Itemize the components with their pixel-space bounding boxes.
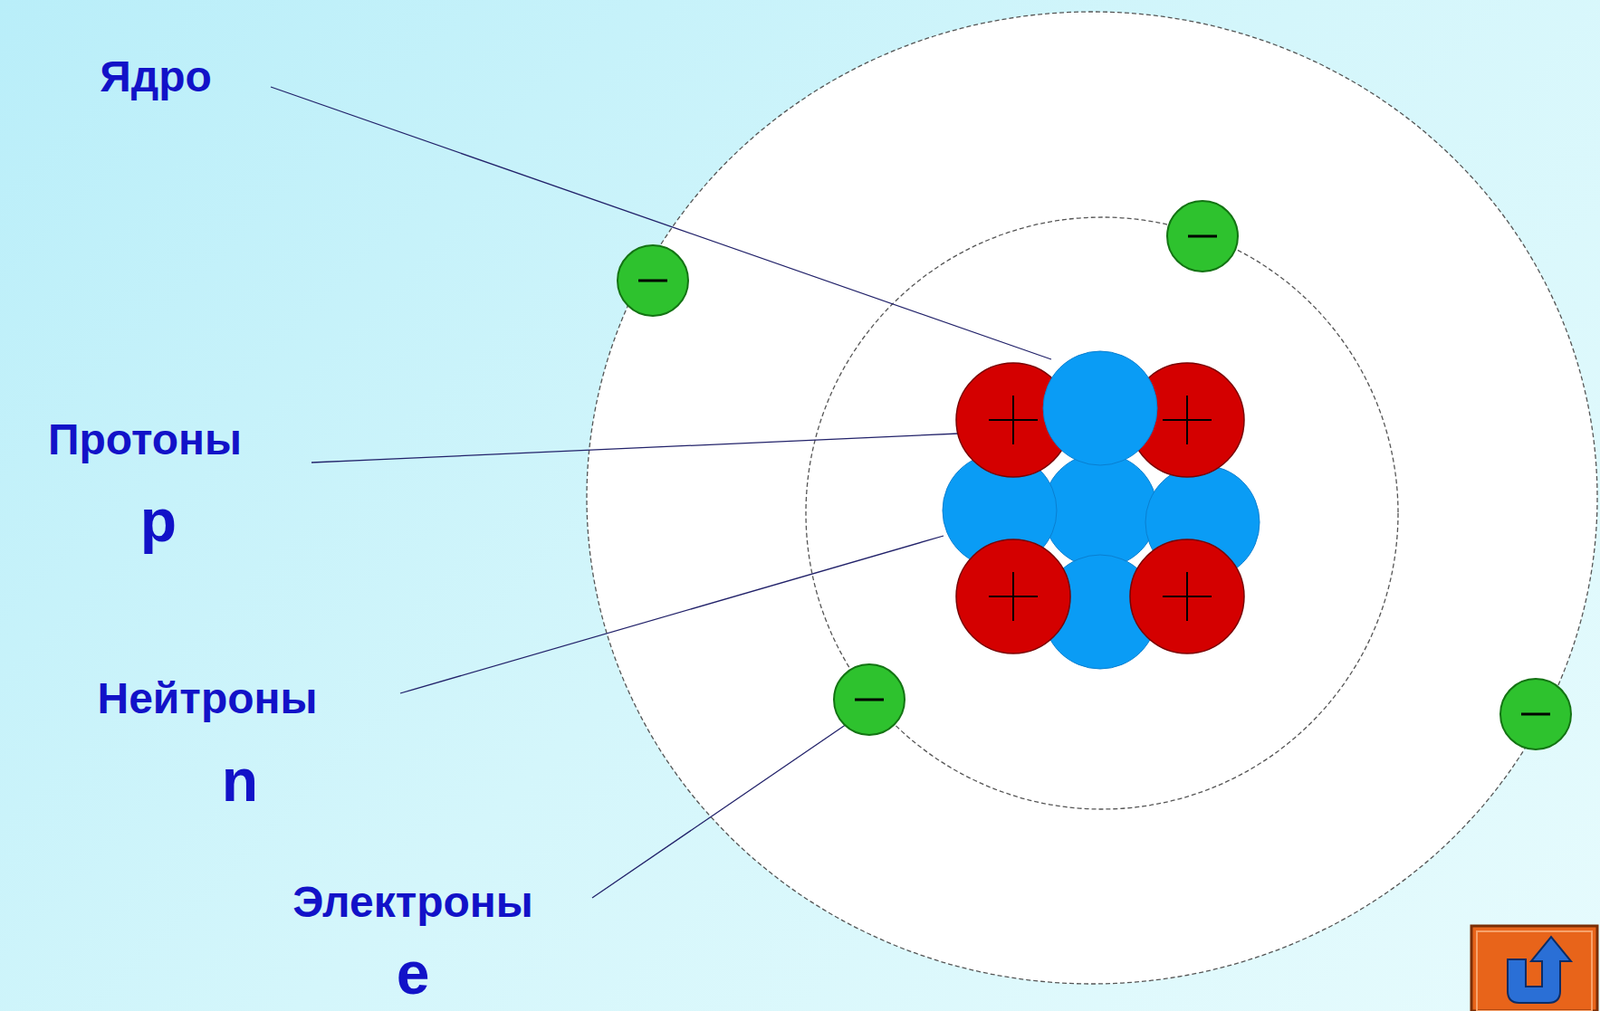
electron <box>617 245 689 317</box>
part-symbol: n <box>221 747 259 815</box>
nucleus <box>942 351 1260 670</box>
electron <box>833 664 905 736</box>
return-button <box>1471 926 1598 1011</box>
proton <box>956 539 1071 654</box>
neutron <box>1043 351 1158 466</box>
part-name: Протоны <box>47 416 242 465</box>
electron <box>1500 679 1572 750</box>
part-symbol: p <box>140 488 177 555</box>
proton <box>1130 539 1245 654</box>
leader-line <box>270 86 1052 360</box>
neutron <box>1043 453 1158 568</box>
outer-orbit <box>586 11 1598 985</box>
leader-line <box>311 433 959 463</box>
leader-lines <box>270 86 1052 899</box>
electron <box>1167 201 1238 272</box>
inner-orbit <box>805 217 1399 810</box>
electrons <box>617 201 1572 750</box>
leader-line <box>592 724 847 899</box>
part-symbol: e <box>396 939 431 1006</box>
part-name: Нейтроны <box>97 675 318 724</box>
part-name: Электроны <box>292 879 534 928</box>
part-name: Ядро <box>99 53 212 102</box>
